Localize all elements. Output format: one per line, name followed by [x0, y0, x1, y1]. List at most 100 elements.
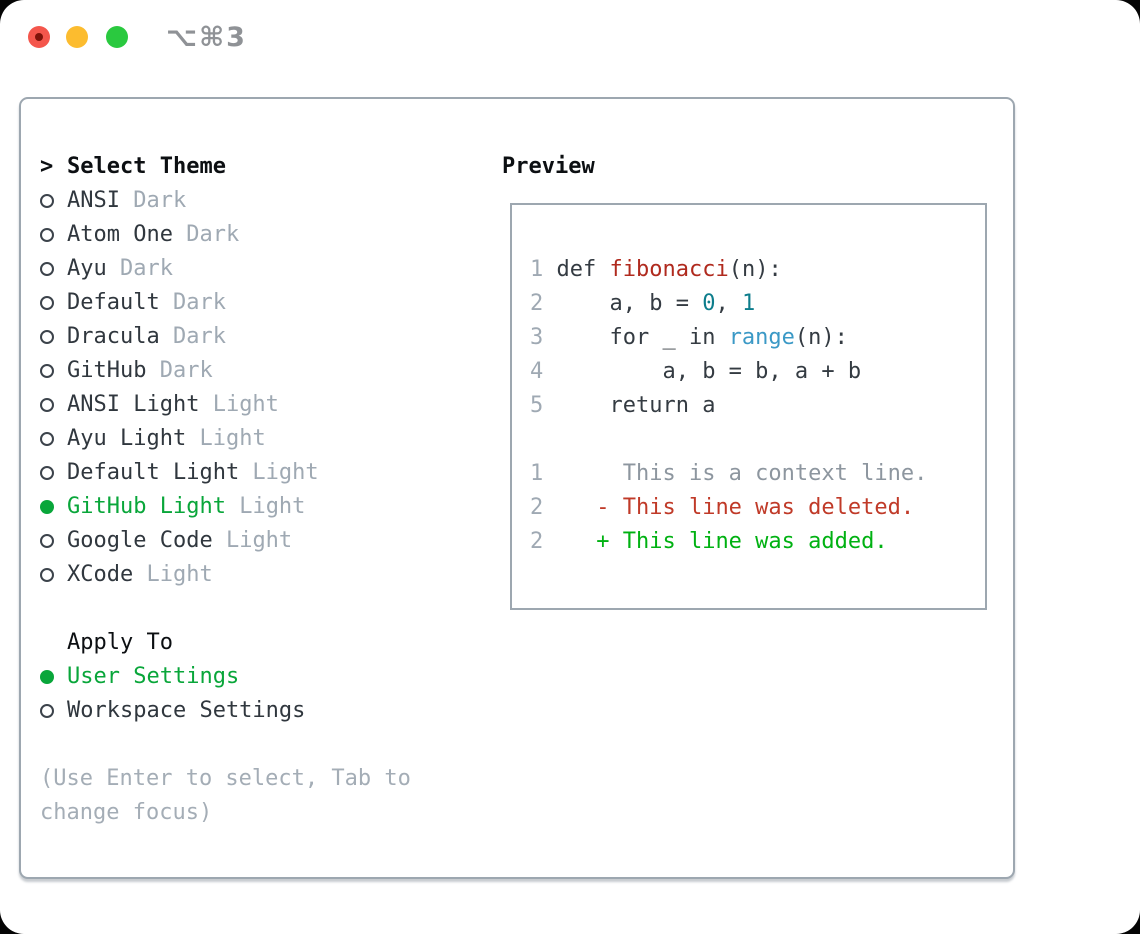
theme-variant-tag: Light — [212, 528, 293, 553]
radio-icon — [40, 330, 54, 344]
apply-to-label: Apply To — [67, 630, 173, 655]
code-token: 1 — [741, 291, 756, 316]
code-line: 3 for _ in range(n): — [530, 321, 985, 355]
theme-variant-tag: Light — [133, 562, 213, 587]
radio-icon — [40, 228, 54, 242]
hint-line-2: change focus) — [40, 800, 213, 825]
line-number: 2 — [530, 495, 557, 520]
theme-option[interactable]: Atom One Dark — [40, 218, 319, 252]
theme-variant-tag: Light — [186, 426, 266, 451]
theme-option[interactable]: Default Light Light — [40, 456, 319, 490]
code-token: range — [728, 325, 795, 350]
theme-name: ANSI — [67, 188, 120, 213]
theme-variant-tag: Dark — [159, 290, 226, 315]
theme-name: Default — [67, 290, 160, 315]
code-line: 5 return a — [530, 389, 985, 423]
code-line: 2 a, b = 0, 1 — [530, 287, 985, 321]
radio-icon — [40, 194, 54, 208]
theme-name: GitHub — [67, 358, 147, 383]
code-token: a, b = — [556, 291, 703, 316]
keyboard-hint: (Use Enter to select, Tab to change focu… — [40, 762, 411, 830]
line-number: 3 — [530, 325, 557, 350]
theme-name: Google Code — [67, 528, 213, 553]
code-token: a, b = b, a + b — [556, 359, 862, 384]
theme-variant-tag: Light — [239, 460, 319, 485]
code-token: (n): — [794, 325, 848, 350]
radio-icon — [40, 432, 54, 446]
line-number: 1 — [530, 257, 557, 282]
hint-line-1: (Use Enter to select, Tab to — [40, 766, 411, 791]
theme-variant-tag: Light — [199, 392, 279, 417]
theme-name: ANSI Light — [67, 392, 200, 417]
radio-icon — [40, 296, 54, 310]
theme-option[interactable]: Default Dark — [40, 286, 319, 320]
theme-name: XCode — [67, 562, 134, 587]
theme-option[interactable]: ANSI Dark — [40, 184, 319, 218]
theme-name: GitHub Light — [67, 494, 226, 519]
prompt-icon: > — [40, 154, 54, 179]
line-number: 5 — [530, 393, 557, 418]
code-line: 1 def fibonacci(n): — [530, 253, 985, 287]
apply-option-name: User Settings — [67, 664, 240, 689]
apply-to-header: Apply To — [40, 626, 173, 660]
line-number: 1 — [530, 461, 557, 486]
titlebar: ⌥⌘3 — [0, 0, 1140, 76]
code-line: 4 a, b = b, a + b — [530, 355, 985, 389]
theme-variant-tag: Dark — [119, 188, 187, 213]
radio-icon — [40, 364, 54, 378]
preview-label: Preview — [502, 154, 595, 179]
select-theme-header: >Select Theme — [40, 150, 226, 184]
radio-icon — [40, 568, 54, 582]
code-line: 1 This is a context line. — [530, 457, 985, 491]
code-token: + This line was added. — [556, 529, 888, 554]
code-line — [530, 423, 985, 457]
code-line: 2 - This line was deleted. — [530, 491, 985, 525]
theme-option[interactable]: GitHub Light Light — [40, 490, 319, 524]
theme-option[interactable]: ANSI Light Light — [40, 388, 319, 422]
window-title: ⌥⌘3 — [166, 22, 247, 53]
radio-icon — [40, 262, 54, 276]
zoom-button[interactable] — [106, 26, 128, 48]
theme-option[interactable]: Google Code Light — [40, 524, 319, 558]
theme-variant-tag: Light — [225, 494, 306, 519]
theme-variant-tag: Dark — [172, 222, 240, 247]
code-token: , — [715, 291, 742, 316]
close-button[interactable] — [28, 26, 50, 48]
code-line: 2 + This line was added. — [530, 525, 985, 559]
radio-icon — [40, 398, 54, 412]
theme-option[interactable]: GitHub Dark — [40, 354, 319, 388]
line-number: 4 — [530, 359, 557, 384]
theme-variant-tag: Dark — [106, 256, 173, 281]
theme-option[interactable]: Ayu Dark — [40, 252, 319, 286]
theme-option[interactable]: Dracula Dark — [40, 320, 319, 354]
theme-option[interactable]: Ayu Light Light — [40, 422, 319, 456]
code-token: fibonacci — [609, 257, 729, 282]
apply-to-option[interactable]: Workspace Settings — [40, 694, 305, 728]
code-token: (n): — [728, 257, 782, 282]
radio-icon — [40, 534, 54, 548]
radio-icon — [40, 500, 54, 514]
theme-variant-tag: Dark — [146, 358, 213, 383]
theme-option[interactable]: XCode Light — [40, 558, 319, 592]
theme-name: Ayu — [67, 256, 107, 281]
minimize-button[interactable] — [66, 26, 88, 48]
line-number: 2 — [530, 529, 557, 554]
theme-name: Atom One — [67, 222, 173, 247]
code-token: - This line was deleted. — [556, 495, 915, 520]
apply-to-option[interactable]: User Settings — [40, 660, 305, 694]
code-token: This is a context line. — [556, 461, 928, 486]
apply-option-name: Workspace Settings — [67, 698, 306, 723]
code-token: 0 — [702, 291, 716, 316]
radio-icon — [40, 670, 54, 684]
theme-name: Default Light — [67, 460, 240, 485]
code-token: for _ in — [556, 325, 729, 350]
theme-name: Dracula — [67, 324, 160, 349]
radio-icon — [40, 466, 54, 480]
theme-variant-tag: Dark — [159, 324, 226, 349]
radio-icon — [40, 704, 54, 718]
